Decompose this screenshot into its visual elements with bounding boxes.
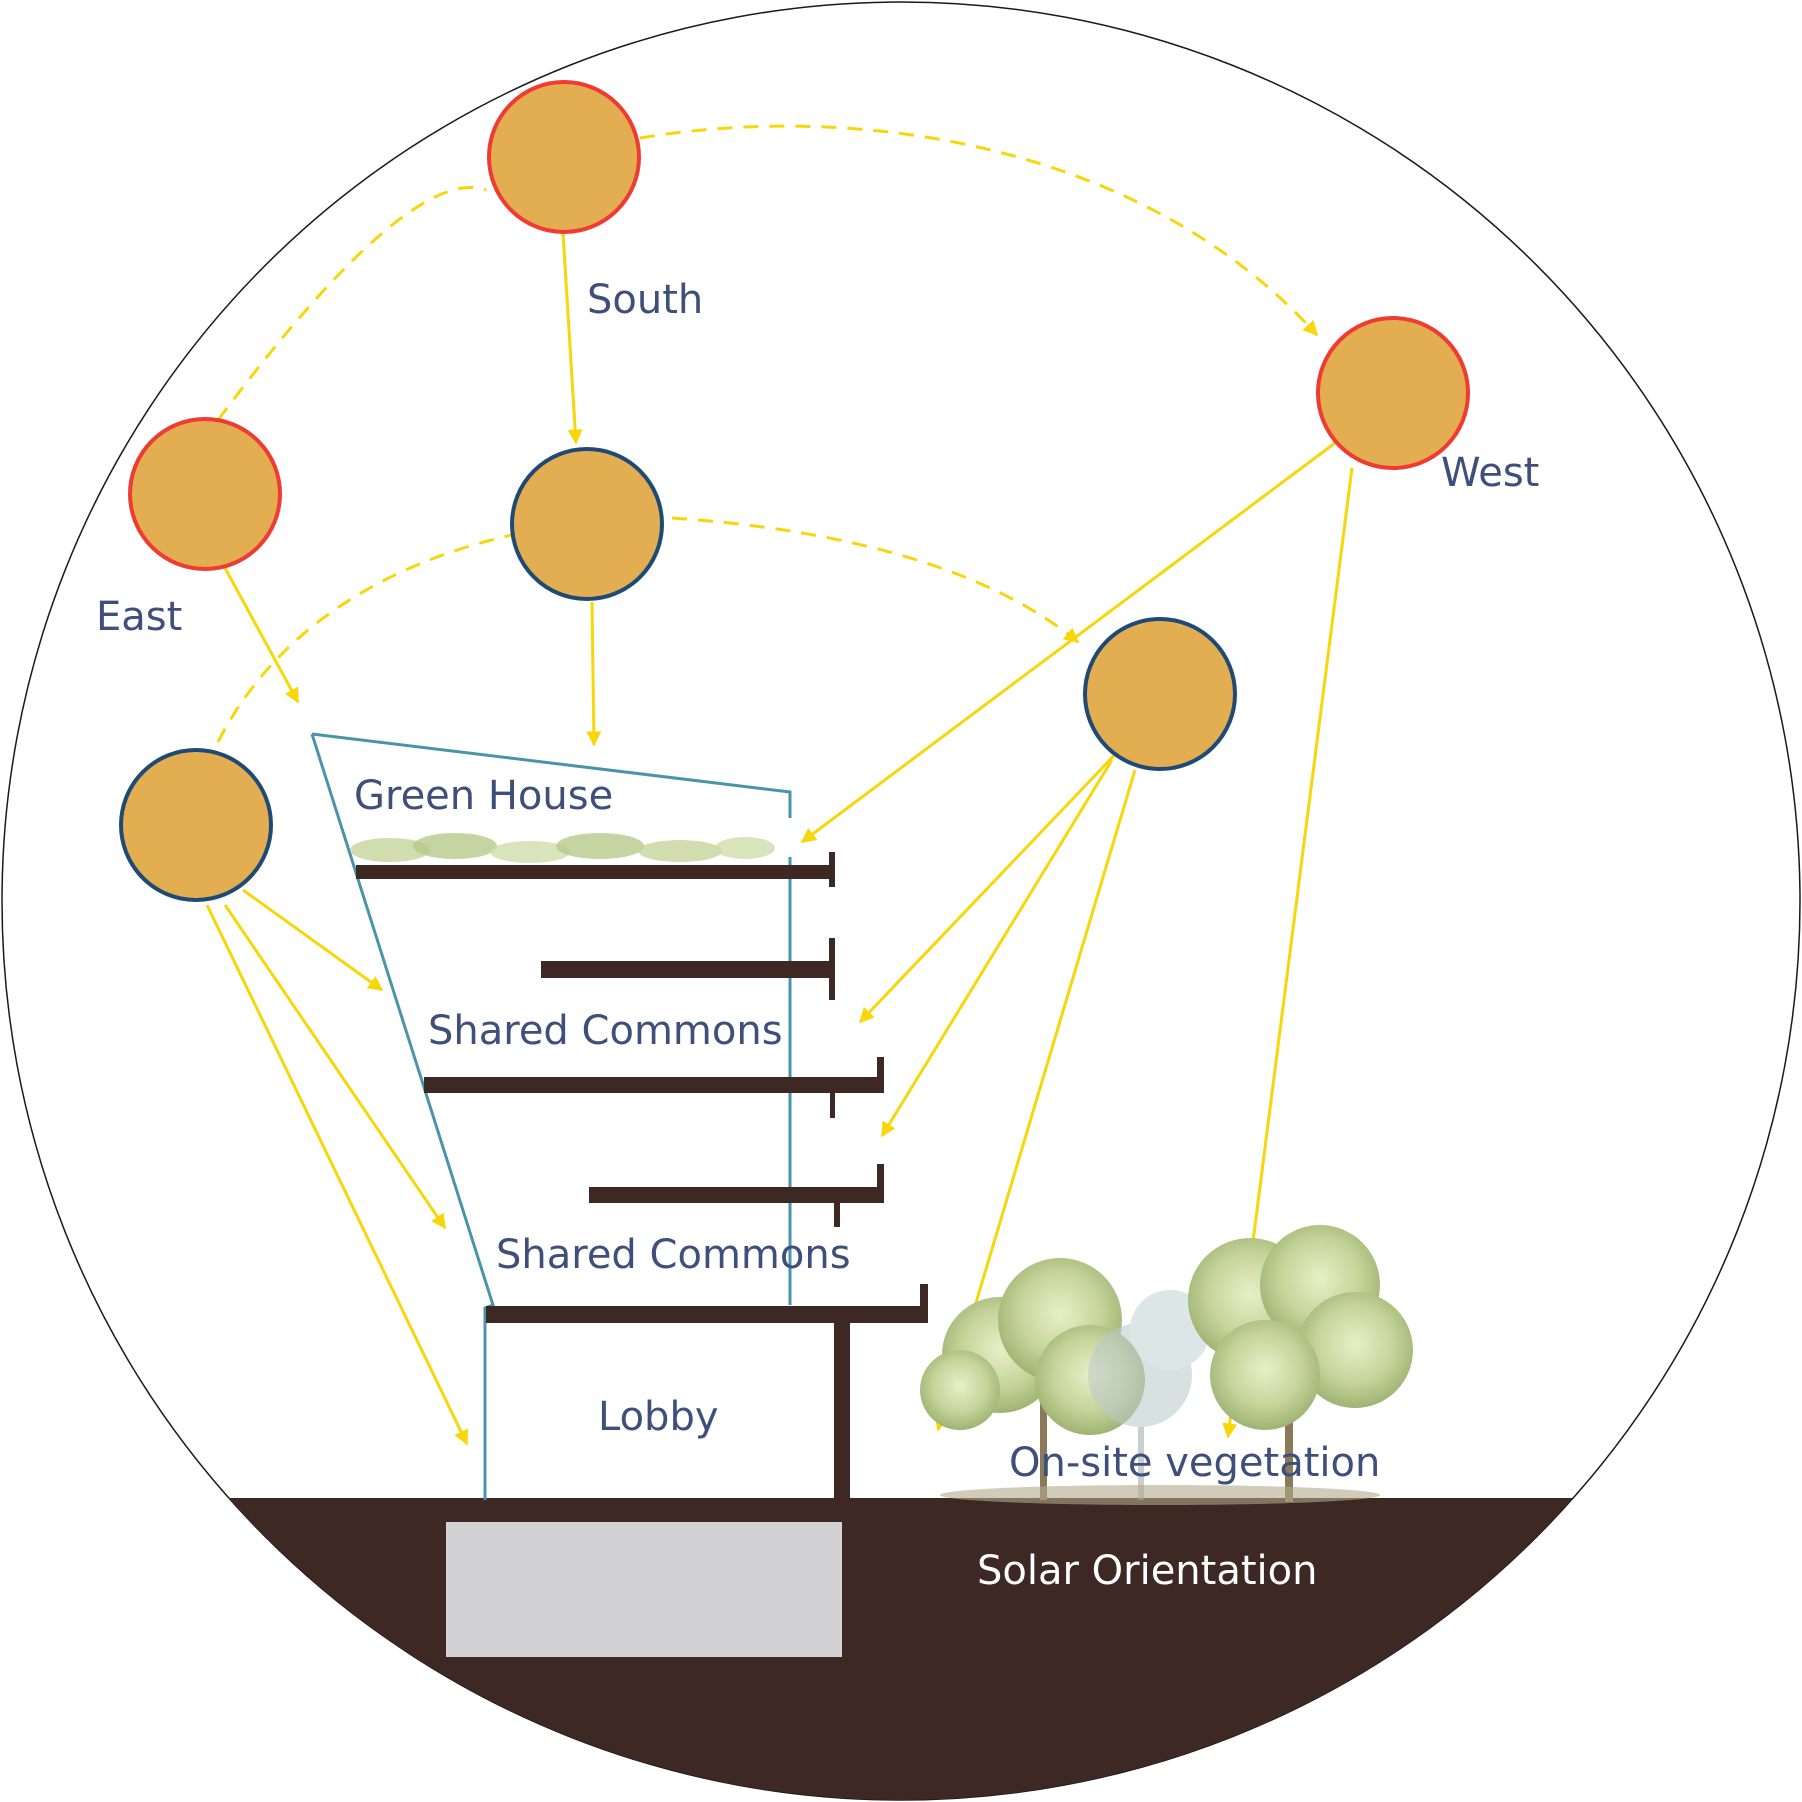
- label-green-house: Green House: [354, 773, 613, 819]
- label-shared-commons-upper: Shared Commons: [428, 1008, 783, 1054]
- label-shared-commons-lower: Shared Commons: [496, 1232, 851, 1278]
- tree-right: [1188, 1225, 1413, 1502]
- label-vegetation: On-site vegetation: [1009, 1440, 1380, 1486]
- winter-suns: [119, 447, 1237, 902]
- basement: [446, 1522, 842, 1657]
- sun-west-summer: [1316, 316, 1470, 470]
- sun-east-summer: [128, 417, 282, 571]
- sun-east-winter: [119, 748, 273, 902]
- green-roof: [350, 833, 775, 863]
- sun-west-winter: [1083, 617, 1237, 771]
- label-west: West: [1441, 450, 1539, 496]
- floor-slabs: [356, 852, 928, 1501]
- sun-south-winter: [510, 447, 664, 601]
- summer-sun-path: [216, 124, 1317, 421]
- diagram-title: Solar Orientation: [977, 1548, 1317, 1594]
- vegetation-trees: [920, 1225, 1413, 1505]
- label-east: East: [96, 594, 182, 640]
- label-lobby: Lobby: [598, 1394, 719, 1440]
- sun-south-summer: [487, 80, 641, 234]
- ground: [2, 1498, 1800, 1800]
- summer-suns: [128, 80, 1470, 571]
- label-south: South: [587, 277, 703, 323]
- winter-sun-path: [216, 516, 1078, 743]
